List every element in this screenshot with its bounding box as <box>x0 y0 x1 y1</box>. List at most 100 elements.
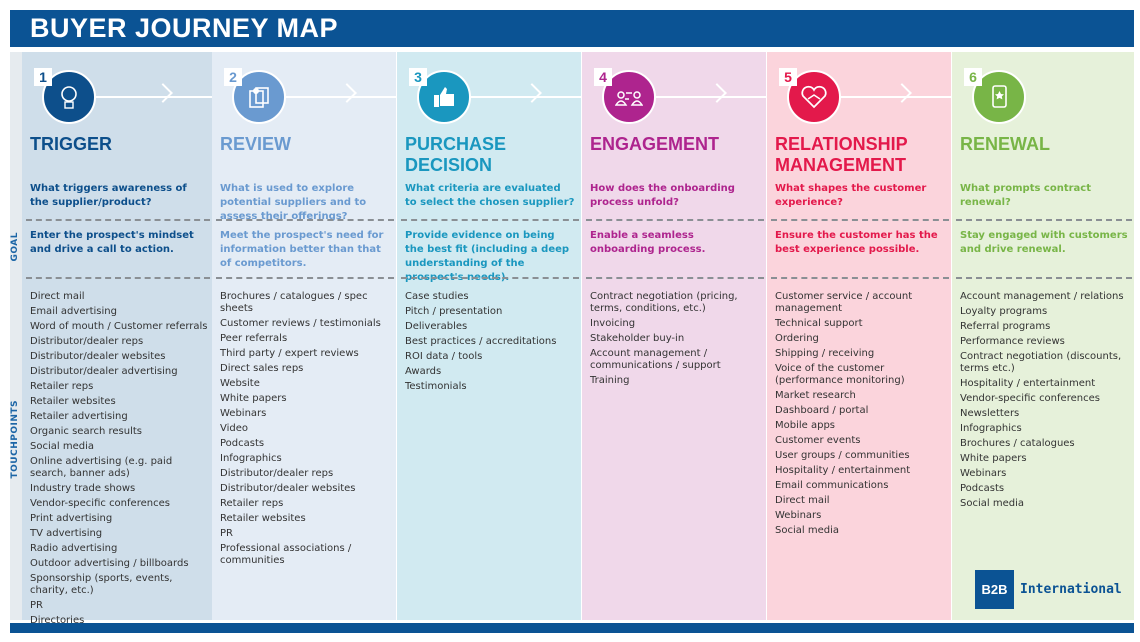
touchpoint-item: Market research <box>775 390 856 401</box>
touchpoint-item: Brochures / catalogues / spec sheets <box>220 291 368 314</box>
touchpoint-item: Podcasts <box>960 483 1005 494</box>
stage-column-purchase-decision: 3 PURCHASE DECISION What criteria are ev… <box>397 52 581 620</box>
side-strip <box>10 52 22 620</box>
touchpoint-item: Voice of the customer (performance monit… <box>775 363 905 386</box>
touchpoint-item: Video <box>220 423 249 434</box>
touchpoint-item: Ordering <box>775 333 819 344</box>
divider <box>771 219 949 221</box>
touchpoint-item: Invoicing <box>590 318 636 329</box>
touchpoint-item: Peer referrals <box>220 333 288 344</box>
stage-number: 5 <box>779 68 797 86</box>
divider <box>401 277 579 279</box>
divider <box>586 277 764 279</box>
touchpoint-item: Account management / relations <box>960 291 1124 302</box>
touchpoint-item: Distributor/dealer websites <box>30 351 166 362</box>
touchpoint-item: Infographics <box>960 423 1022 434</box>
touchpoint-item: PR <box>30 600 43 611</box>
stage-question: How does the onboarding process unfold? <box>590 183 735 208</box>
touchpoint-item: Outdoor advertising / billboards <box>30 558 189 569</box>
touchpoint-item: White papers <box>960 453 1027 464</box>
touchpoint-item: Best practices / accreditations <box>405 336 557 347</box>
touchpoint-item: Awards <box>405 366 442 377</box>
stage-column-engagement: 4 ENGAGEMENT How does the onboarding pro… <box>582 52 766 620</box>
touchpoint-item: ROI data / tools <box>405 351 483 362</box>
divider <box>956 219 1132 221</box>
divider <box>956 277 1132 279</box>
touchpoint-item: Retailer reps <box>220 498 284 509</box>
stage-title: REVIEW <box>220 134 292 154</box>
touchpoint-item: Vendor-specific conferences <box>960 393 1100 404</box>
touchpoint-item: Webinars <box>960 468 1007 479</box>
logo-mark: B2B <box>975 570 1014 609</box>
touchpoint-item: Retailer websites <box>30 396 116 407</box>
stage-title: ENGAGEMENT <box>590 134 720 154</box>
touchpoint-item: Pitch / presentation <box>405 306 503 317</box>
touchpoint-item: Dashboard / portal <box>775 405 869 416</box>
touchpoint-item: Direct mail <box>775 495 830 506</box>
stage-goal: Enter the prospect's mindset and drive a… <box>30 230 194 255</box>
touchpoint-item: Customer service / account management <box>775 291 913 314</box>
touchpoint-item: Technical support <box>775 318 863 329</box>
journey-connector <box>841 96 951 98</box>
touchpoint-item: Hospitality / entertainment <box>960 378 1096 389</box>
touchpoint-item: Training <box>590 375 630 386</box>
heart-handshake-icon <box>787 70 841 124</box>
touchpoint-item: Retailer reps <box>30 381 94 392</box>
touchpoint-item: Mobile apps <box>775 420 836 431</box>
stage-question: What prompts contract renewal? <box>960 183 1091 208</box>
touchpoint-item: Social media <box>960 498 1024 509</box>
journey-connector <box>471 96 581 98</box>
touchpoint-item: Stakeholder buy-in <box>590 333 685 344</box>
touchpoint-item: Website <box>220 378 260 389</box>
divider <box>26 219 210 221</box>
journey-connector <box>286 96 396 98</box>
touchpoint-item: White papers <box>220 393 287 404</box>
touchpoint-item: Retailer websites <box>220 513 306 524</box>
touchpoint-item: Customer reviews / testimonials <box>220 318 381 329</box>
stage-question: What triggers awareness of the supplier/… <box>30 183 187 208</box>
stage-number: 6 <box>964 68 982 86</box>
stage-question: What criteria are evaluated to select th… <box>405 183 575 208</box>
touchpoint-item: Contract negotiation (discounts, terms e… <box>960 351 1122 374</box>
touchpoint-item: TV advertising <box>30 528 103 539</box>
touchpoint-item: Direct sales reps <box>220 363 304 374</box>
touchpoint-item: Email communications <box>775 480 889 491</box>
b2b-international-logo: B2B International <box>975 570 1122 609</box>
touchpoint-item: Directories <box>30 615 85 626</box>
stage-number: 3 <box>409 68 427 86</box>
touchpoint-item: Organic search results <box>30 426 142 437</box>
touchpoint-item: Referral programs <box>960 321 1051 332</box>
stage-goal: Meet the prospect's need for information… <box>220 230 384 269</box>
stage-goal: Enable a seamless onboarding process. <box>590 230 706 255</box>
divider <box>26 277 210 279</box>
stage-goal: Ensure the customer has the best experie… <box>775 230 938 255</box>
touchpoint-item: Social media <box>775 525 839 536</box>
chevron-right-icon <box>892 83 912 103</box>
touchpoint-list: Contract negotiation (pricing, terms, co… <box>590 291 762 390</box>
journey-connector <box>96 96 212 98</box>
touchpoint-item: Newsletters <box>960 408 1020 419</box>
journey-connector <box>656 96 766 98</box>
footer-bar <box>10 623 1134 633</box>
touchpoint-item: Industry trade shows <box>30 483 136 494</box>
touchpoint-item: Shipping / receiving <box>775 348 875 359</box>
touchpoint-item: Case studies <box>405 291 469 302</box>
touchpoint-item: Email advertising <box>30 306 117 317</box>
touchpoint-item: Online advertising (e.g. paid search, ba… <box>30 456 173 479</box>
stage-question: What shapes the customer experience? <box>775 183 927 208</box>
page-title: BUYER JOURNEY MAP <box>10 10 1134 47</box>
touchpoint-item: Hospitality / entertainment <box>775 465 911 476</box>
stage-column-trigger: 1 TRIGGER What triggers awareness of the… <box>22 52 212 626</box>
stage-title: RENEWAL <box>960 134 1050 154</box>
stage-goal: Stay engaged with customers and drive re… <box>960 230 1128 255</box>
divider <box>586 219 764 221</box>
touchpoint-item: Loyalty programs <box>960 306 1048 317</box>
stage-number: 4 <box>594 68 612 86</box>
touchpoint-item: Radio advertising <box>30 543 118 554</box>
divider <box>401 219 579 221</box>
touchpoint-item: Distributor/dealer reps <box>30 336 144 347</box>
